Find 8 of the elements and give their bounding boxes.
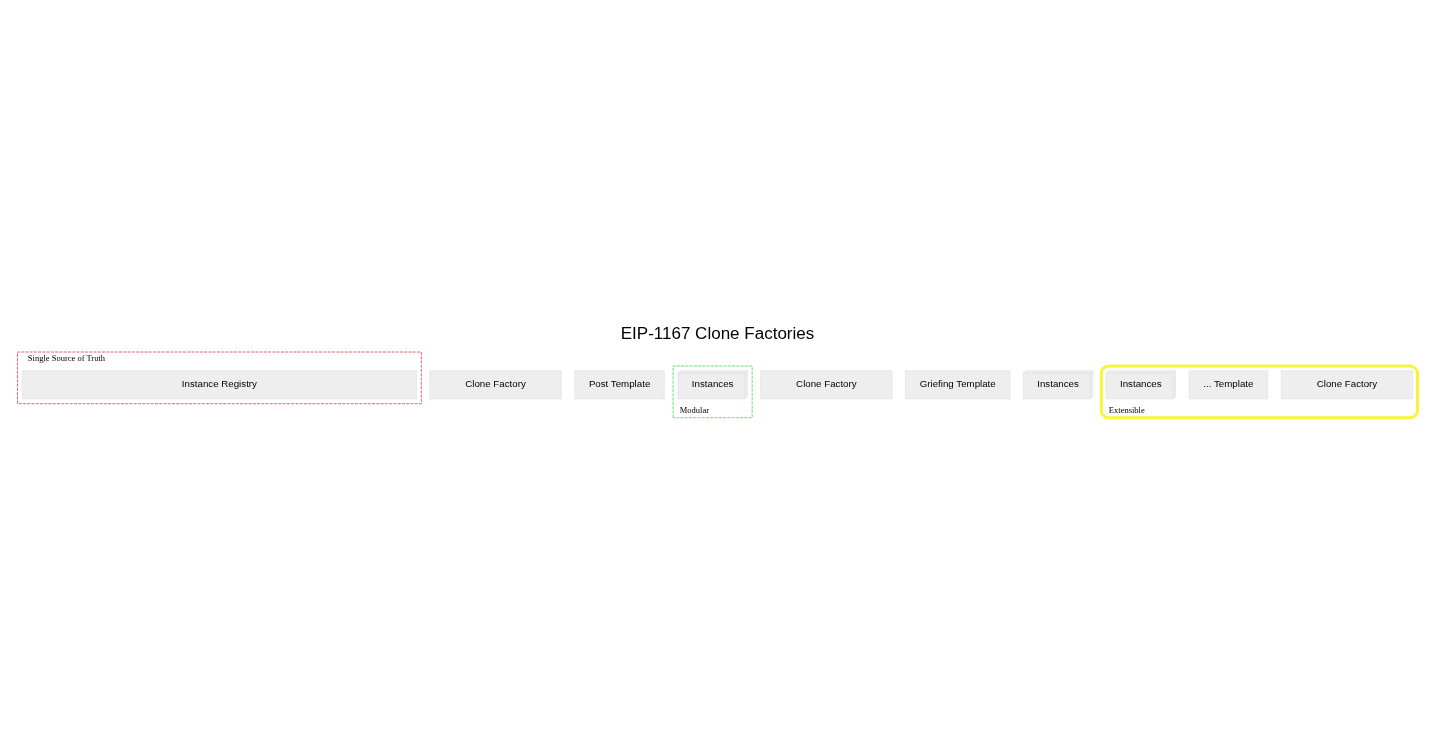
node-box: Instance Registry (22, 370, 417, 400)
node-box: Clone Factory (760, 370, 893, 400)
diagram-title: EIP-1167 Clone Factories (620, 324, 815, 344)
node-box: ... Template (1188, 370, 1268, 400)
node-box: Post Template (574, 370, 665, 400)
node-box: Clone Factory (1281, 370, 1413, 400)
node-box: Griefing Template (905, 370, 1011, 400)
node-box: Clone Factory (429, 370, 562, 400)
